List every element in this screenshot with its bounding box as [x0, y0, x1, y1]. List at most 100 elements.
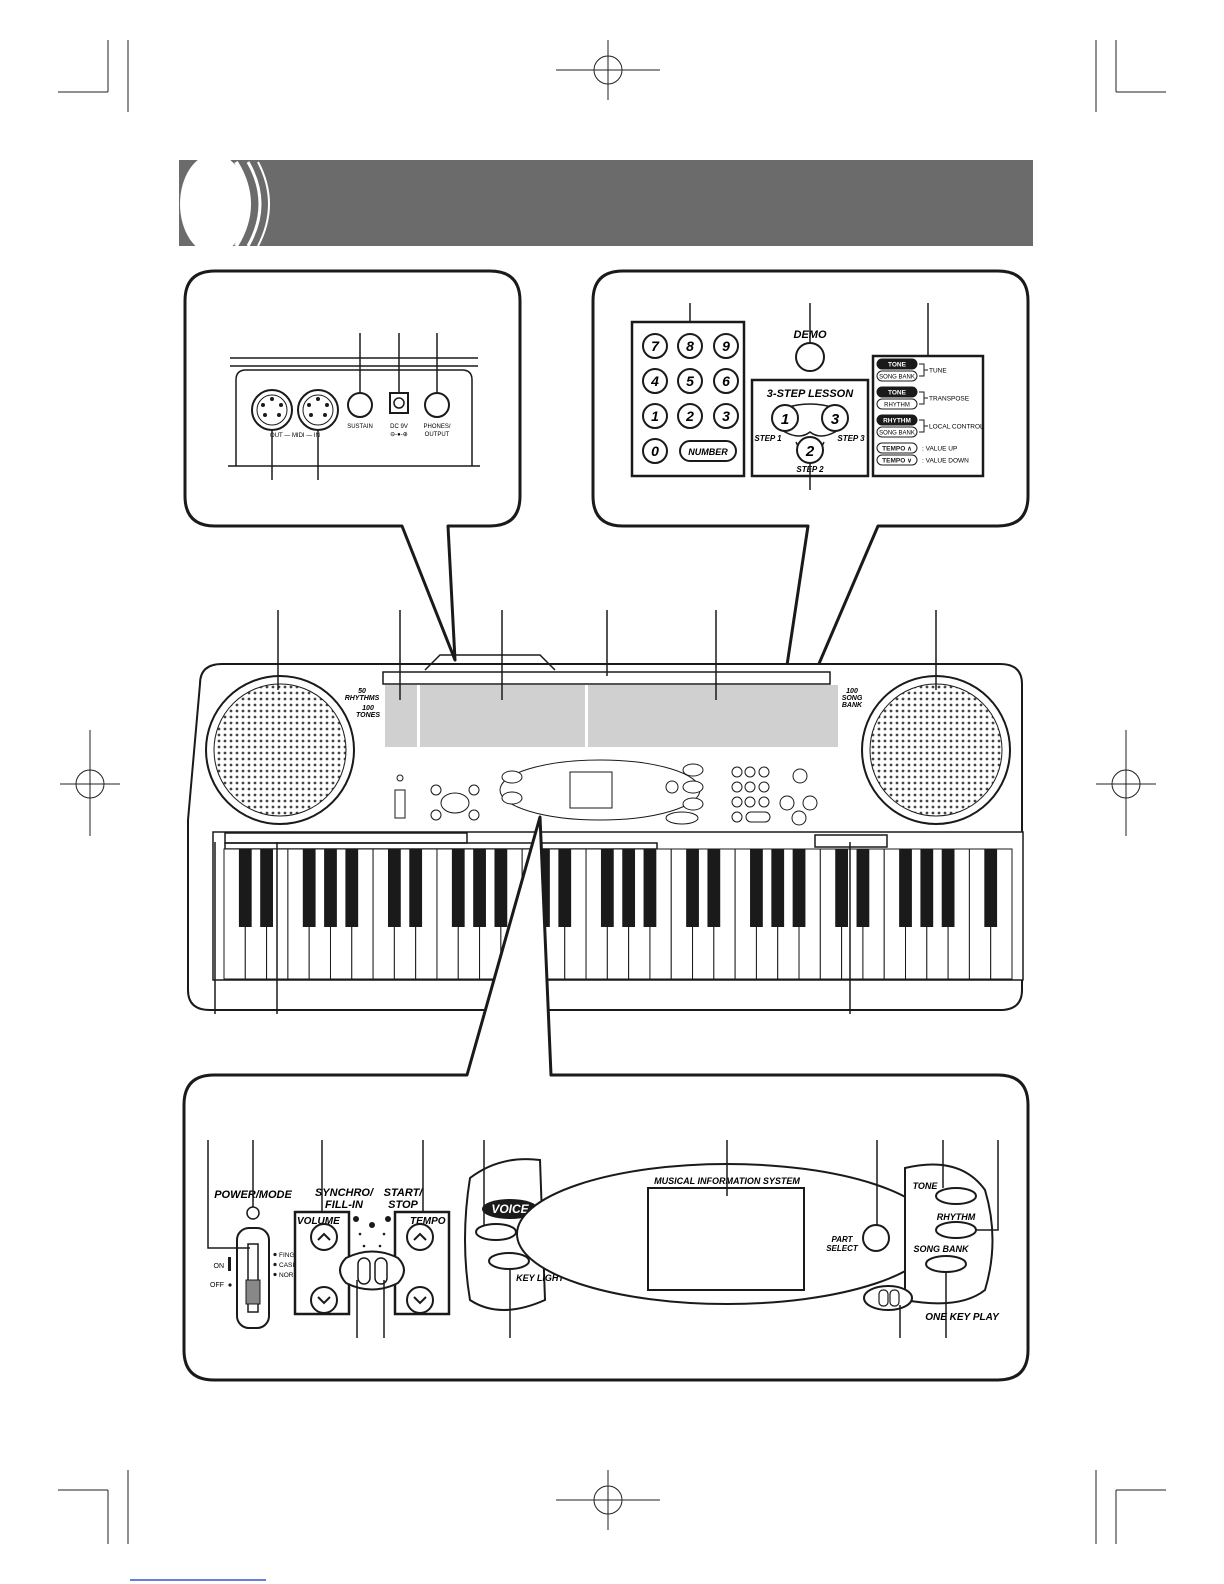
mini-keypad-button	[744, 781, 756, 793]
keypad-button-9	[713, 333, 739, 359]
legend-bracket	[919, 391, 928, 405]
legend-key-top: TEMPO ∧	[882, 446, 912, 453]
phones-label-line2: OUTPUT	[425, 432, 450, 438]
black-key	[707, 849, 721, 927]
legend-key-bottom: RHYTHM	[884, 403, 910, 409]
mini-keypad-button	[758, 796, 770, 808]
lesson-button-1-label: 1	[781, 411, 789, 428]
black-key	[835, 849, 849, 927]
black-key	[750, 849, 763, 927]
rhythm-button	[935, 1221, 977, 1239]
registration-target-left	[60, 730, 120, 836]
black-key	[600, 849, 614, 927]
number-button	[679, 440, 737, 462]
black-key	[324, 849, 337, 927]
keyboard-note-labels-box	[814, 834, 888, 848]
legend-function: LOCAL CONTROL	[929, 424, 984, 431]
legend-function: : VALUE UP	[922, 446, 957, 453]
legend-bracket	[919, 419, 928, 433]
part-select-button	[862, 1224, 890, 1252]
legend-function: TUNE	[929, 368, 947, 375]
registration-target-right	[1096, 730, 1156, 836]
demo-button	[795, 342, 825, 372]
legend-function: : VALUE DOWN	[922, 458, 969, 465]
legend-key-top: RHYTHM	[883, 418, 911, 425]
mode-dot	[273, 1272, 277, 1277]
function-legend: TONE SONG BANK TUNE TONE RHYTHM TRANSPOSE RHYT…	[871, 354, 985, 478]
phones-output-jack	[424, 392, 450, 418]
keypad-digit-6: 6	[722, 373, 730, 389]
three-step-lesson-panel: 3-STEP LESSON 1 3 2 STEP 1 STEP 3 STEP 2	[750, 378, 870, 478]
legend-pill-top	[876, 386, 918, 398]
part-select-line2: SELECT	[826, 1244, 859, 1253]
on-label: ON	[214, 1263, 225, 1270]
back-panel-callout: OUT — MIDI — IN SUSTAIN DC 9V ⊖-●-⊕ PHON…	[183, 269, 522, 662]
black-key	[558, 849, 572, 927]
legend-bracket	[919, 363, 928, 377]
songbank-count: 100	[846, 688, 858, 695]
mini-keypad-button	[758, 781, 770, 793]
synchro-fill-in-button	[357, 1257, 371, 1285]
power-mode-slider	[236, 1227, 270, 1329]
black-key	[302, 849, 316, 927]
number-button-label: NUMBER	[688, 447, 728, 457]
rhythms-count: 50	[358, 688, 366, 695]
black-key	[792, 849, 806, 927]
legend-key-bottom: SONG BANK	[879, 431, 915, 437]
mode-dot	[273, 1262, 277, 1267]
legend-pill-bottom	[876, 398, 918, 410]
sustain-jack	[347, 392, 373, 418]
keypad-button-8	[677, 333, 703, 359]
tempo-up-button	[406, 1223, 434, 1251]
black-key	[345, 849, 359, 927]
tempo-down-button	[406, 1286, 434, 1314]
mini-keypad-button	[744, 766, 756, 778]
start-stop-label-line2: STOP	[388, 1199, 418, 1211]
keypad-button-0	[642, 438, 668, 464]
step1-label: STEP 1	[754, 434, 782, 443]
phones-label-line1: PHONES/	[423, 424, 450, 430]
black-key	[409, 849, 423, 927]
synchro-label-line2: FILL-IN	[325, 1199, 364, 1211]
legend-pill-top	[876, 358, 918, 370]
keypad-button-7	[642, 333, 668, 359]
tone-label: TONE	[913, 1181, 939, 1191]
legend-pill-top	[876, 454, 918, 466]
lesson-button-3-label: 3	[831, 411, 840, 428]
dc-in-jack	[389, 392, 409, 414]
mini-keypad-button	[731, 781, 743, 793]
tones-label: TONES	[356, 712, 380, 719]
black-key	[941, 849, 955, 927]
right-speaker	[861, 675, 1011, 825]
mini-keypad-button	[731, 811, 743, 823]
keypad-button-5	[677, 368, 703, 394]
keypad-digit-0: 0	[651, 443, 659, 459]
sustain-label: SUSTAIN	[347, 424, 373, 430]
rhythm-list-panel	[385, 685, 417, 747]
keypad-button-1	[642, 403, 668, 429]
mini-keypad-button	[744, 796, 756, 808]
black-key	[238, 849, 252, 927]
one-key-play-button-right	[889, 1289, 900, 1307]
mini-keypad-button	[731, 766, 743, 778]
keypad-digit-7: 7	[651, 338, 660, 354]
legend-key-top: TONE	[888, 390, 907, 397]
midi-out-jack	[251, 389, 293, 431]
legend-function: TRANSPOSE	[929, 396, 970, 403]
keypad-button-2	[677, 403, 703, 429]
legend-key-top: TONE	[888, 362, 907, 369]
lcd-display	[647, 1187, 805, 1291]
key-light-button	[488, 1252, 530, 1270]
overview-leader-lines	[214, 610, 937, 1014]
lesson-step1-button	[771, 404, 799, 432]
black-key	[622, 849, 636, 927]
part-select-line1: PART	[831, 1235, 853, 1244]
keyboard-overview: 50 RHYTHMS 100 TONES 100 SONG BANK	[187, 610, 1024, 1014]
legend-pill-bottom	[876, 426, 918, 438]
volume-label: VOLUME	[297, 1216, 340, 1227]
legend-pill-bottom	[876, 370, 918, 382]
black-key	[473, 849, 486, 927]
off-label: OFF	[210, 1282, 224, 1289]
song-bank-button	[925, 1255, 967, 1273]
